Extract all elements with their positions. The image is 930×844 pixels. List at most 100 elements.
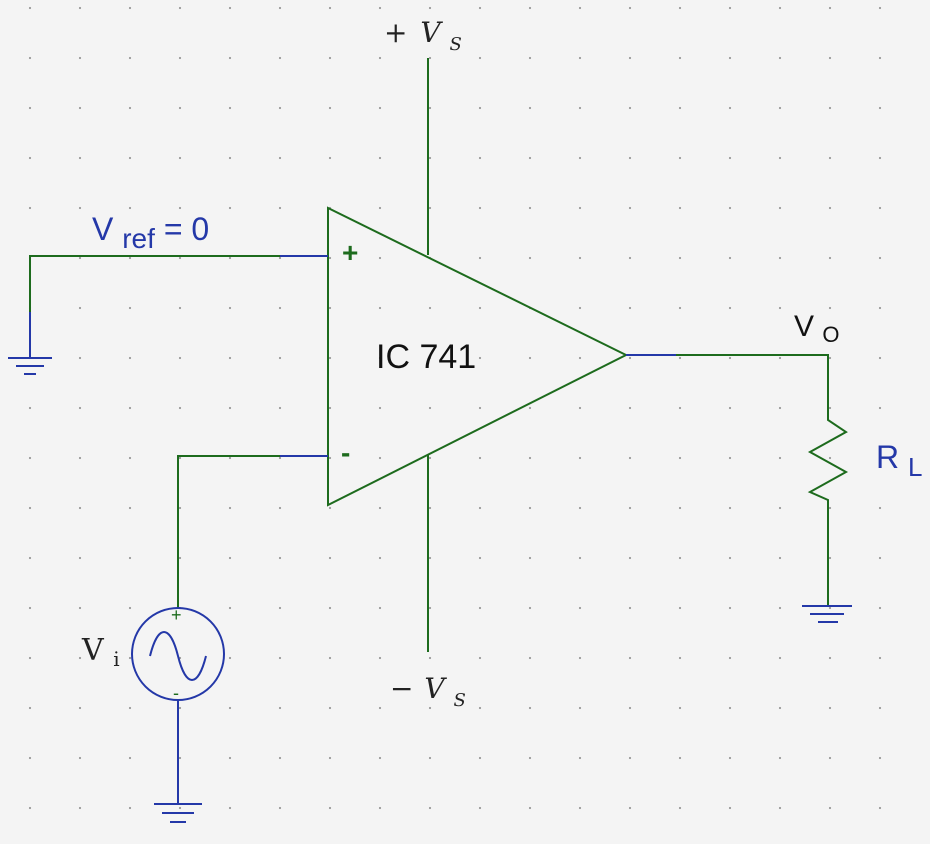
grid-dot [178, 756, 182, 760]
grid-dot [628, 56, 632, 60]
grid-dot [778, 806, 782, 810]
grid-dot [728, 456, 732, 460]
grid-dot [578, 356, 582, 360]
grid-dot [478, 806, 482, 810]
grid-dot [278, 306, 282, 310]
grid-dot [428, 556, 432, 560]
grid-dot [428, 806, 432, 810]
grid-dot [328, 106, 332, 110]
grid-dot [28, 706, 32, 710]
grid-dots [28, 6, 882, 810]
grid-dot [28, 406, 32, 410]
grid-dot [228, 706, 232, 710]
grid-dot [228, 6, 232, 10]
grid-dot [428, 506, 432, 510]
grid-dot [128, 156, 132, 160]
grid-dot [528, 356, 532, 360]
output-wire [676, 354, 829, 408]
grid-dot [228, 56, 232, 60]
grid-dot [478, 156, 482, 160]
grid-dot [478, 756, 482, 760]
grid-dot [328, 356, 332, 360]
source-minus-sign: - [173, 683, 179, 703]
grid-dot [378, 6, 382, 10]
grid-dot [878, 706, 882, 710]
grid-dot [478, 56, 482, 60]
grid-dot [578, 6, 582, 10]
grid-dot [528, 606, 532, 610]
grid-dot [878, 356, 882, 360]
grid-dot [228, 556, 232, 560]
grid-dot [478, 456, 482, 460]
grid-dot [878, 256, 882, 260]
grid-dot [278, 356, 282, 360]
grid-dot [78, 506, 82, 510]
grid-dot [378, 56, 382, 60]
opamp-triangle [327, 206, 629, 507]
grid-dot [678, 806, 682, 810]
grid-dot [78, 206, 82, 210]
grid-dot [178, 56, 182, 60]
grid-dot [578, 806, 582, 810]
load-resistor-label: R L [876, 439, 922, 482]
grid-dot [478, 656, 482, 660]
grid-dot [278, 156, 282, 160]
ic-label: IC 741 [376, 338, 476, 376]
grid-dot [128, 556, 132, 560]
grid-dot [678, 156, 682, 160]
grid-dot [878, 756, 882, 760]
grid-dot [628, 556, 632, 560]
grid-dot [828, 556, 832, 560]
grid-dot [178, 256, 182, 260]
grid-dot [378, 806, 382, 810]
grid-dot [528, 506, 532, 510]
grid-dot [228, 306, 232, 310]
grid-dot [728, 306, 732, 310]
grid-dot [778, 356, 782, 360]
grid-dot [628, 656, 632, 660]
load-ground-icon [802, 605, 852, 623]
grid-dot [178, 556, 182, 560]
grid-dot [728, 356, 732, 360]
grid-dot [728, 106, 732, 110]
grid-dot [678, 456, 682, 460]
grid-dot [128, 56, 132, 60]
grid-dot [478, 306, 482, 310]
grid-dot [328, 806, 332, 810]
grid-dot [678, 406, 682, 410]
grid-dot [78, 656, 82, 660]
grid-dot [178, 706, 182, 710]
grid-dot [378, 106, 382, 110]
grid-dot [828, 56, 832, 60]
grid-dot [128, 106, 132, 110]
grid-dot [878, 306, 882, 310]
grid-dot [528, 406, 532, 410]
grid-dot [178, 456, 182, 460]
grid-dot [728, 206, 732, 210]
grid-dot [228, 806, 232, 810]
grid-dot [678, 206, 682, 210]
grid-dot [828, 106, 832, 110]
grid-dot [728, 806, 732, 810]
grid-dot [728, 556, 732, 560]
grid-dot [228, 206, 232, 210]
grid-dot [878, 106, 882, 110]
grid-dot [178, 206, 182, 210]
grid-dot [678, 56, 682, 60]
grid-dot [628, 706, 632, 710]
grid-dot [528, 56, 532, 60]
grid-dot [528, 456, 532, 460]
grid-dot [578, 256, 582, 260]
grid-dot [178, 6, 182, 10]
grid-dot [628, 406, 632, 410]
grid-dot [878, 406, 882, 410]
grid-dot [378, 606, 382, 610]
grid-dot [178, 506, 182, 510]
grid-dot [278, 106, 282, 110]
grid-dot [528, 156, 532, 160]
grid-dot [278, 806, 282, 810]
grid-dot [828, 806, 832, 810]
grid-dot [228, 656, 232, 660]
grid-dot [428, 306, 432, 310]
grid-dot [878, 506, 882, 510]
